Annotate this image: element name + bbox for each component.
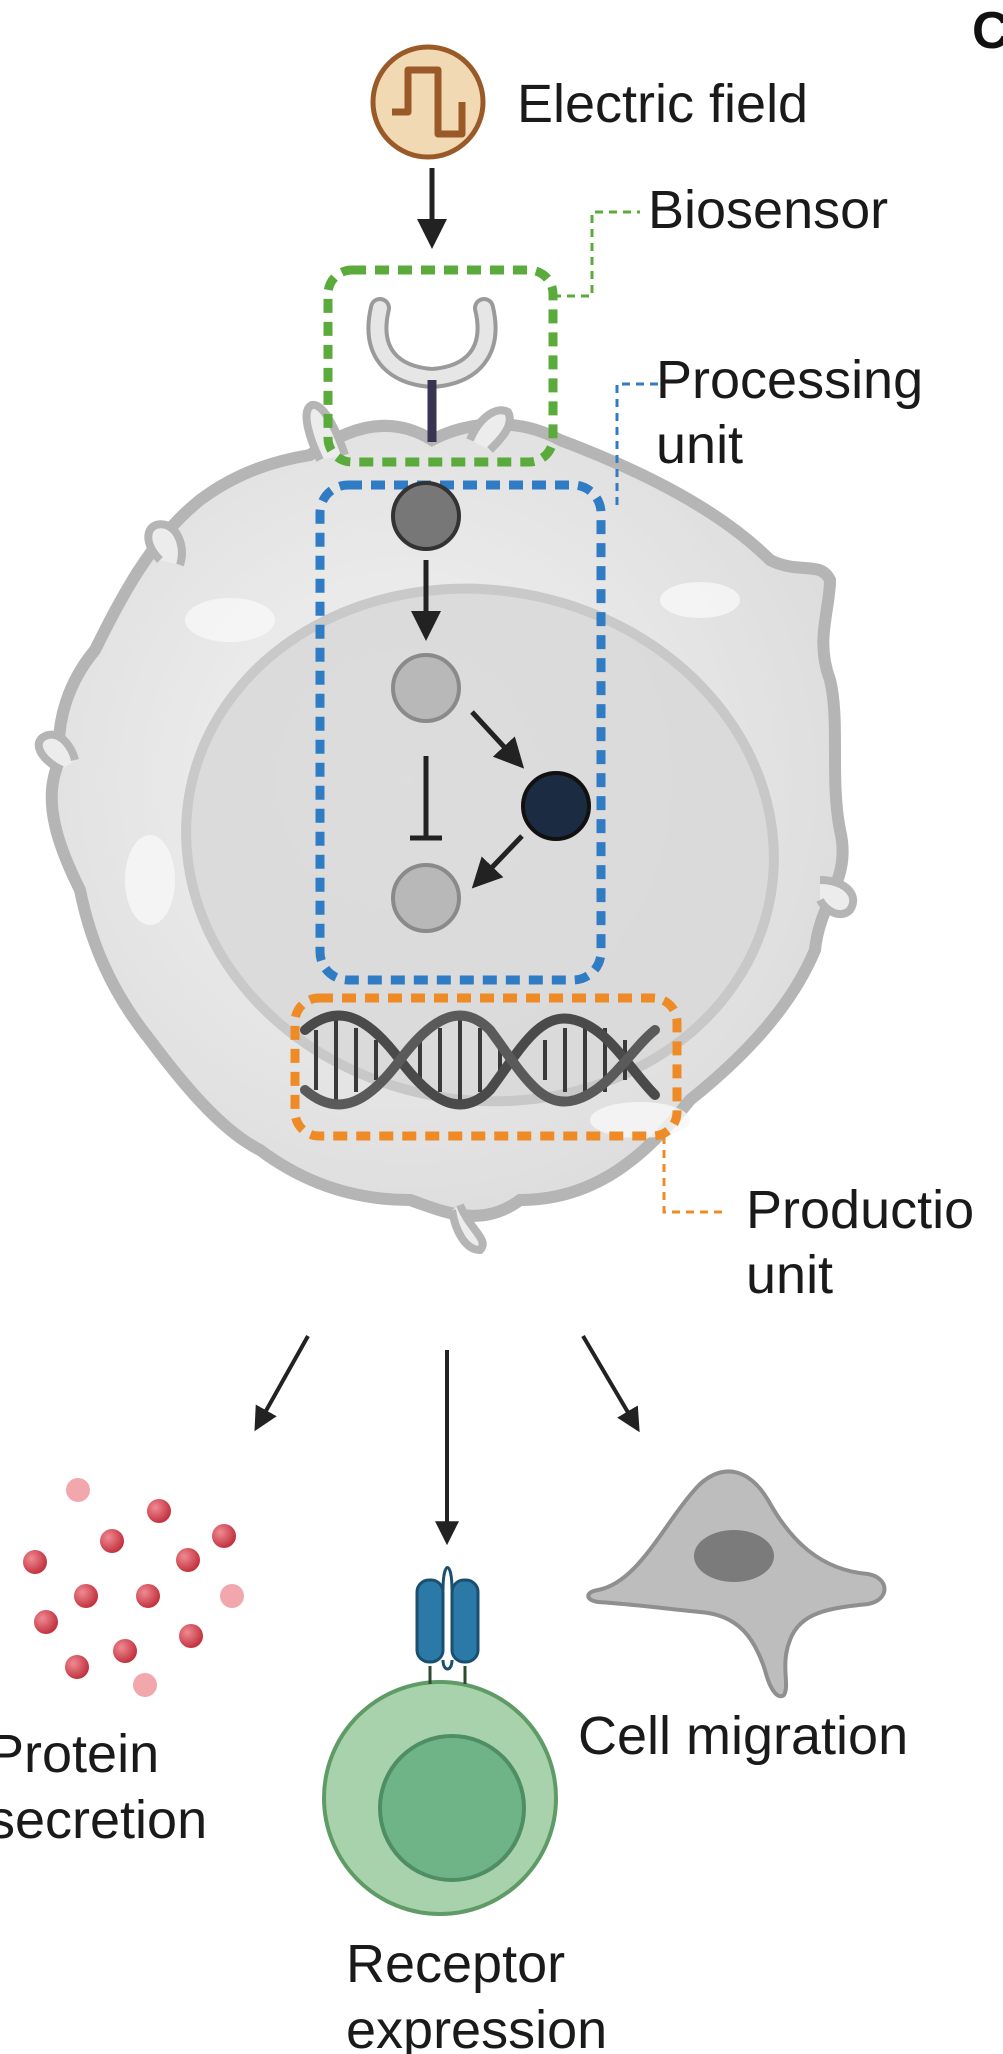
biosensor-box xyxy=(323,265,558,467)
node-top xyxy=(391,481,461,551)
biosensor-label: Biosensor xyxy=(648,180,888,240)
node-regulator xyxy=(521,771,591,841)
receptor-expression-label-line1: Receptor xyxy=(346,1934,565,1994)
arrow-to-migration xyxy=(581,1334,640,1433)
receptor-cell-icon xyxy=(322,1566,558,1916)
dna-helix-icon xyxy=(300,1010,660,1110)
production-unit-label-line1: Productio xyxy=(746,1180,974,1240)
square-wave-icon xyxy=(370,44,486,160)
node-bottom xyxy=(391,863,461,933)
migrating-cell-icon xyxy=(586,1469,887,1699)
electric-field-label: Electric field xyxy=(517,74,808,134)
node-middle xyxy=(391,653,461,723)
signaling-network xyxy=(391,481,591,933)
processing-unit-label-line1: Processing xyxy=(656,350,923,410)
cell-migration-label: Cell migration xyxy=(578,1706,908,1766)
production-unit-label-line2: unit xyxy=(746,1245,833,1305)
processing-unit-box xyxy=(315,480,606,985)
production-unit-box xyxy=(290,993,682,1141)
processing-unit-label-line2: unit xyxy=(656,415,743,475)
protein-secretion-label-line2: secretion xyxy=(0,1790,207,1850)
protein-secretion-label-line1: Protein xyxy=(0,1724,159,1784)
arrow-to-secretion xyxy=(254,1335,310,1432)
receptor-icon xyxy=(366,297,498,442)
production-unit-leader xyxy=(662,1136,728,1214)
secreted-protein-icon xyxy=(23,1478,244,1697)
panel-letter: C xyxy=(972,2,1003,60)
receptor-expression-label-line2: expression xyxy=(346,2000,607,2054)
biosensor-leader xyxy=(553,210,640,298)
